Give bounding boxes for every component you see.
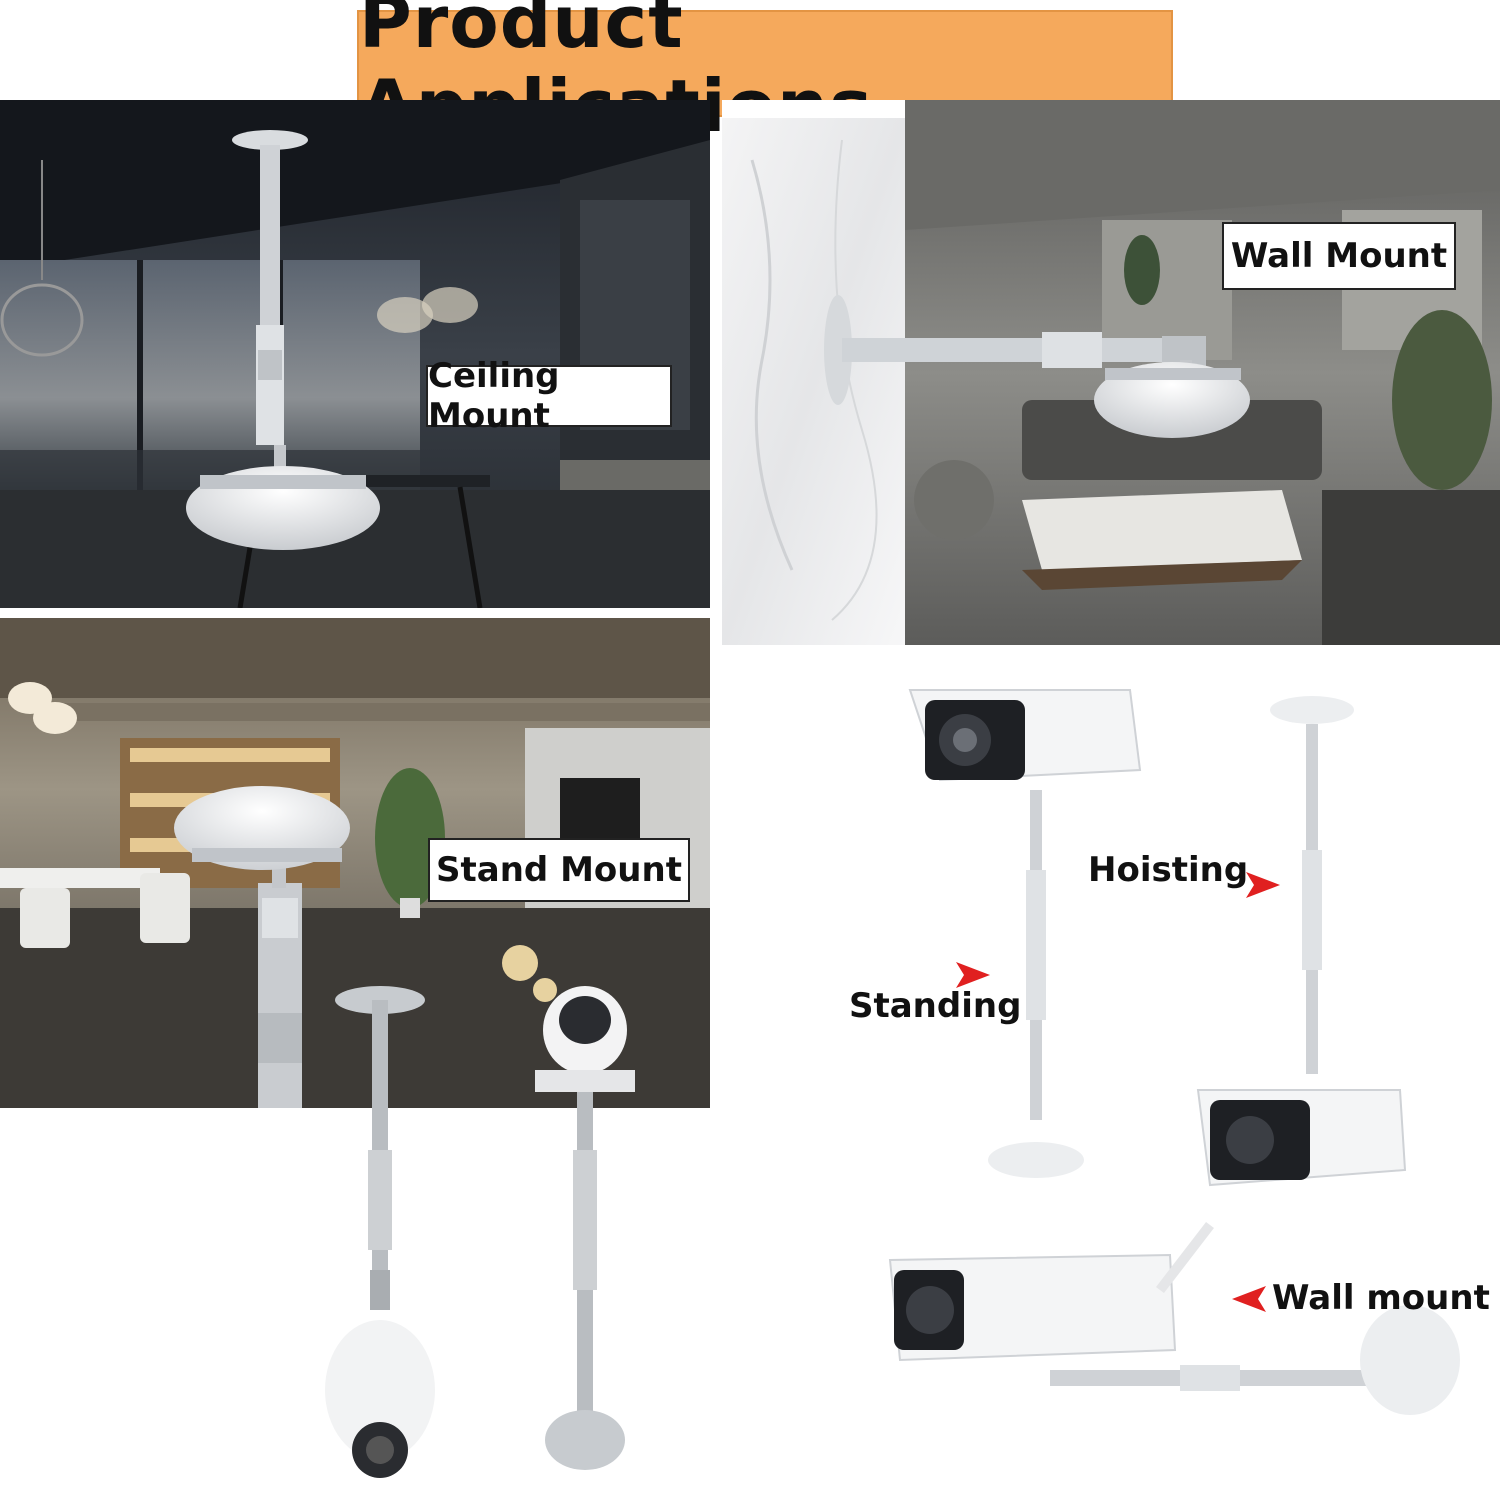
wall-mount-scene: Wall Mount bbox=[722, 100, 1500, 645]
standing-label: Standing bbox=[849, 986, 1021, 1026]
arrow-right-icon bbox=[956, 962, 990, 988]
wall-mount-diagram-label: Wall mount bbox=[1272, 1278, 1490, 1318]
dome-camera-brackets bbox=[325, 986, 635, 1478]
wall-mount-label: Wall Mount bbox=[1222, 222, 1456, 290]
wall-mount-text: Wall Mount bbox=[1230, 236, 1448, 276]
ceiling-mount-label: Ceiling Mount bbox=[426, 356, 672, 436]
ceiling-mount-text: Ceiling Mount bbox=[428, 356, 560, 436]
ceiling-mount-photo bbox=[0, 100, 710, 608]
ceiling-mount-scene: Ceiling Mount bbox=[0, 100, 710, 608]
wall-mount-diagram-text: Wall mount bbox=[1272, 1278, 1490, 1318]
hoisting-label: Hoisting bbox=[1088, 850, 1248, 890]
stand-mount-text: Stand Mount bbox=[436, 850, 682, 890]
stand-mount-label: Stand Mount bbox=[428, 838, 690, 902]
bullet-camera-diagram bbox=[888, 689, 1460, 1415]
standing-text: Standing bbox=[849, 986, 1022, 1026]
wall-mount-photo bbox=[722, 100, 1500, 645]
arrow-left-icon bbox=[1232, 1286, 1266, 1312]
arrow-right-icon bbox=[1246, 872, 1280, 898]
hoisting-text: Hoisting bbox=[1088, 850, 1249, 890]
